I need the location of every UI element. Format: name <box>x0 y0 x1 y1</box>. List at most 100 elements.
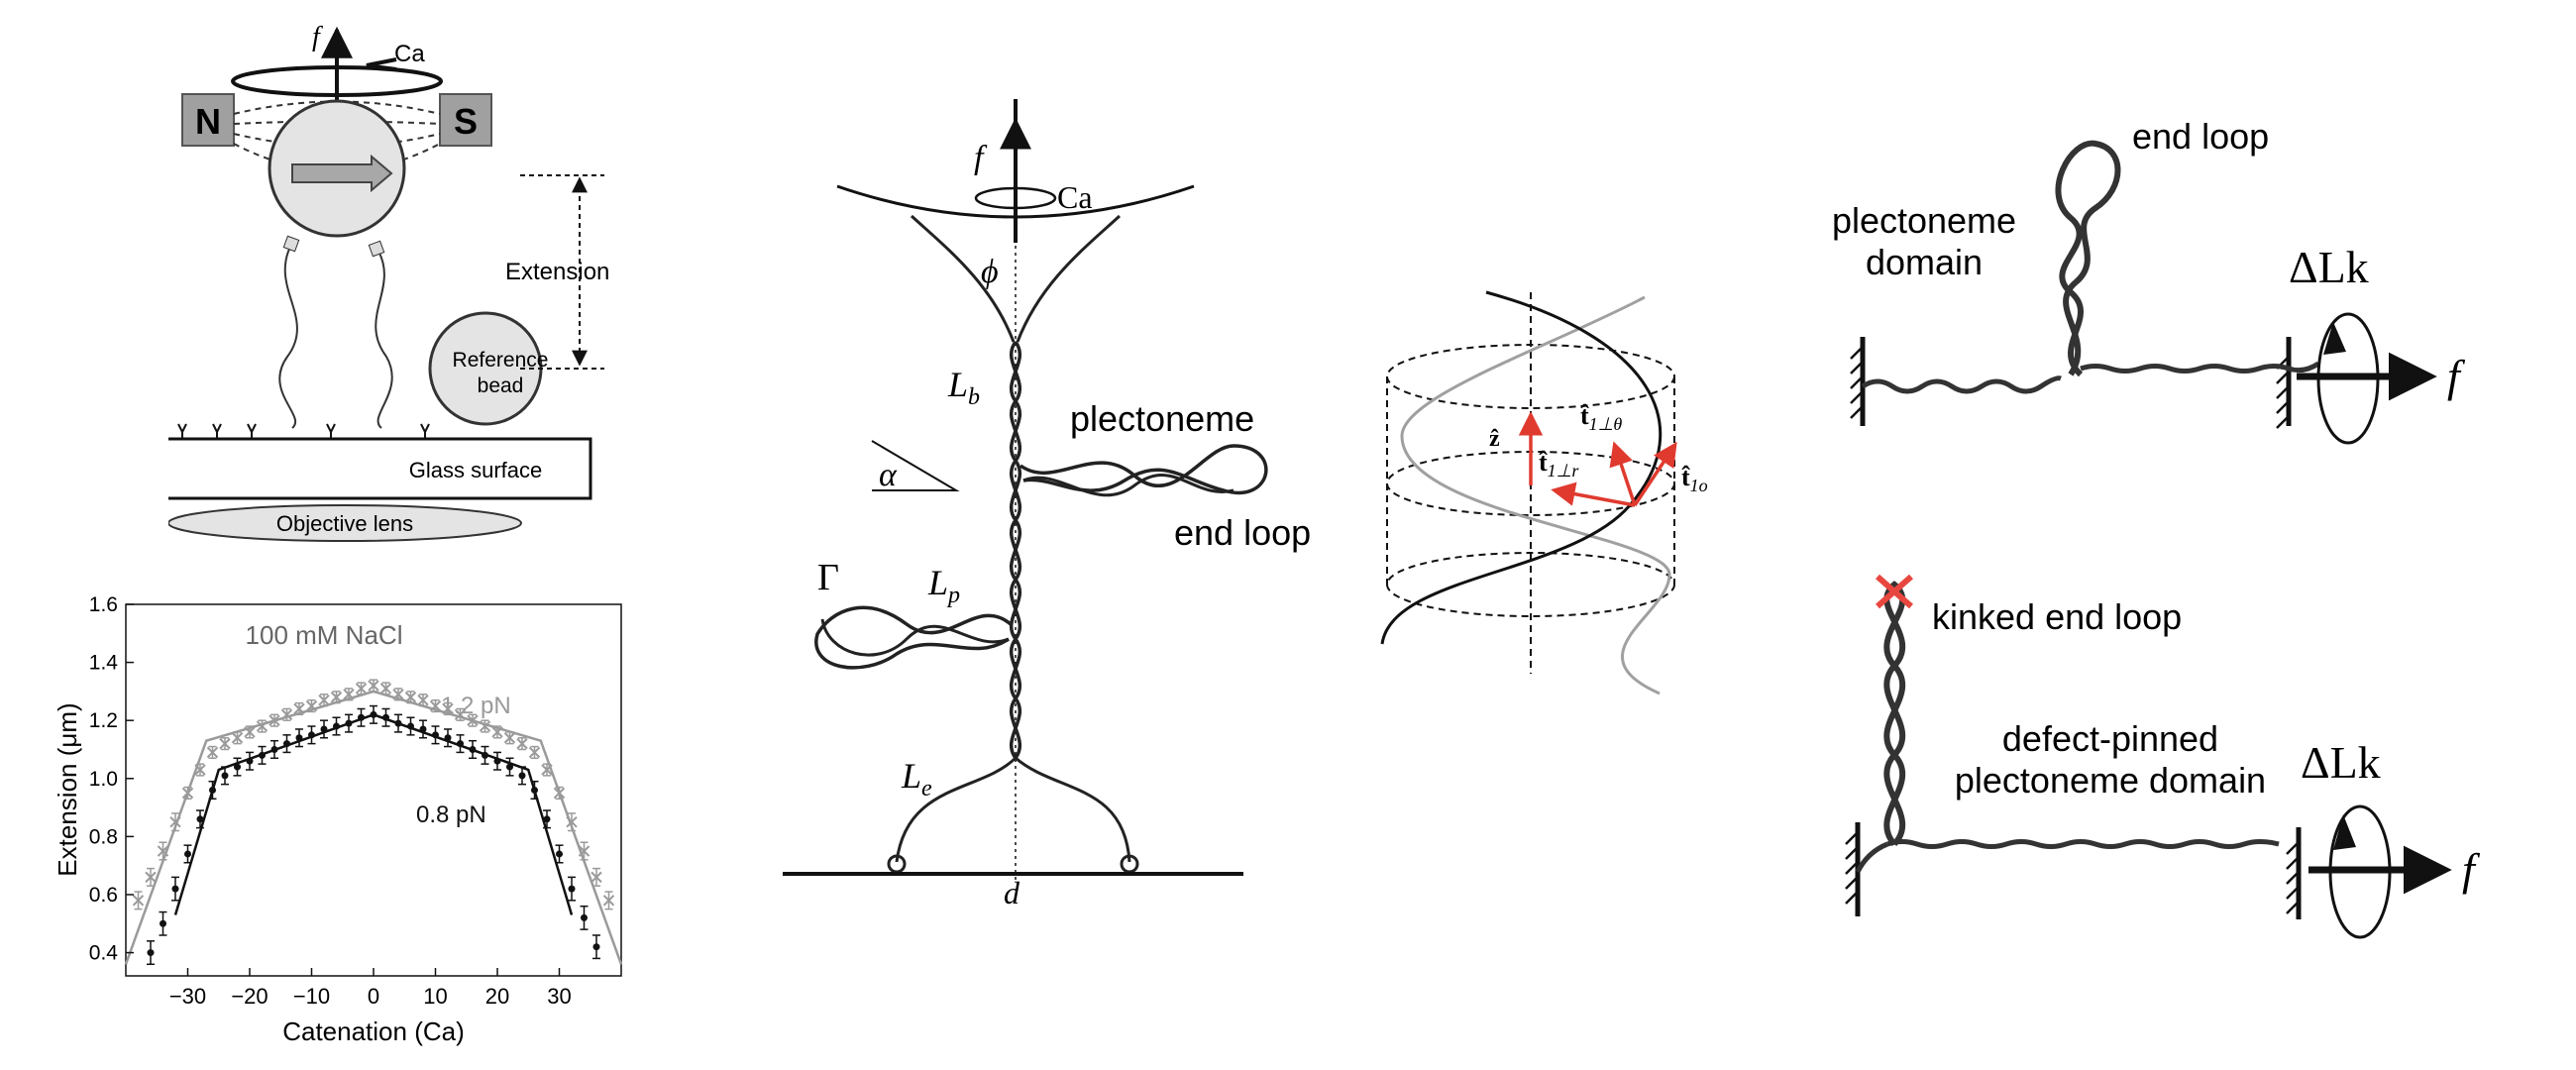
plectoneme-domain-diagram: end loop plectoneme domain ΔLk f <box>1823 99 2556 456</box>
data-point <box>419 725 427 733</box>
data-point <box>503 732 516 744</box>
fit-line <box>173 713 574 915</box>
data-point <box>528 746 541 759</box>
data-point <box>246 757 254 765</box>
legend-label-1-2pN: 1.2 pN <box>441 693 511 719</box>
data-point <box>581 913 588 921</box>
alpha-angle <box>871 440 960 491</box>
magnetization-arrow <box>291 154 393 193</box>
helix-strand-grey <box>1400 295 1671 696</box>
rotation-ellipse <box>974 186 1057 210</box>
force-label: f <box>2447 351 2466 401</box>
data-point <box>566 816 578 828</box>
data-point <box>234 763 241 771</box>
force-label: f <box>312 22 323 53</box>
data-point <box>392 689 404 700</box>
z-vector-label: ẑ <box>1489 426 1500 452</box>
data-point <box>491 726 503 738</box>
y-tick-label: 1.0 <box>89 768 118 791</box>
data-point <box>259 751 266 759</box>
x-tick-label: −10 <box>293 984 330 1009</box>
x-tick-label: 30 <box>547 984 571 1009</box>
setup-illustration: f Ca N S Reference bead Extension <box>168 22 609 542</box>
left-plectoneme <box>814 605 1013 670</box>
surface-anchors <box>177 423 430 438</box>
force-label: f <box>2462 844 2481 895</box>
data-point <box>160 919 166 927</box>
data-point <box>219 737 231 750</box>
end-loop-label: end loop <box>2132 116 2269 157</box>
glass-surface-label: Glass surface <box>409 458 543 482</box>
dna-tether-left <box>278 242 298 429</box>
data-point <box>145 871 157 884</box>
data-point <box>479 720 491 732</box>
gamma-label: Γ <box>817 557 839 598</box>
tangent-vectors <box>1518 411 1677 507</box>
x-tick-label: 0 <box>368 984 379 1009</box>
data-point <box>541 764 553 776</box>
lp-label: Lp <box>927 563 960 608</box>
south-pole-label: S <box>454 101 478 142</box>
data-point <box>345 719 353 727</box>
data-point <box>171 885 179 893</box>
north-pole-label: N <box>195 101 221 142</box>
data-point <box>293 702 305 715</box>
data-series <box>132 679 615 966</box>
objective-lens-label: Objective lens <box>276 511 413 536</box>
chart-title: 100 mM NaCl <box>246 620 403 650</box>
data-point <box>516 737 528 750</box>
data-point <box>256 720 268 732</box>
end-loop-label: end loop <box>1174 512 1311 553</box>
right-plectoneme <box>1019 444 1268 494</box>
data-point <box>169 816 181 828</box>
south-magnet <box>439 93 492 147</box>
data-point <box>454 708 467 721</box>
delta-lk-label: ΔLk <box>2301 737 2381 788</box>
data-point <box>209 787 216 794</box>
y-tick-label: 0.6 <box>89 884 118 907</box>
data-point <box>518 772 526 780</box>
alpha-label: α <box>879 457 898 493</box>
data-point <box>305 699 318 712</box>
model-illustration: f Ca ϕ plectoneme end loop α Lb Lp Γ Le <box>783 99 1311 910</box>
north-magnet <box>181 93 235 147</box>
helix-illustration: ẑ t̂1⊥θ t̂1⊥r t̂1o <box>1380 290 1708 696</box>
t-r-label: t̂1⊥r <box>1539 448 1580 481</box>
data-point <box>206 746 219 759</box>
le-label: Le <box>901 756 932 802</box>
data-point <box>482 751 488 759</box>
data-point <box>404 692 417 703</box>
data-point <box>283 740 290 748</box>
data-point <box>221 772 229 780</box>
data-point <box>368 680 379 692</box>
data-point <box>407 722 414 730</box>
objective-lens <box>168 504 522 542</box>
plectoneme-domain-illustration: end loop plectoneme domain ΔLk f <box>1832 116 2466 445</box>
data-point <box>469 745 477 753</box>
defect-pinned-illustration: kinked end loop defect-pinned plectoneme… <box>1845 574 2481 939</box>
rotation-label: Ca <box>1057 179 1093 215</box>
rotation-arrowhead <box>366 57 397 71</box>
rotation-label: Ca <box>394 41 425 67</box>
data-point <box>543 815 551 823</box>
data-point <box>578 845 590 857</box>
data-point <box>333 722 340 730</box>
delta-lk-label: ΔLk <box>2289 242 2369 292</box>
kinked-plectoneme <box>1883 581 1906 847</box>
data-point <box>268 714 280 726</box>
extension-label: Extension <box>505 259 609 285</box>
data-point <box>506 763 513 771</box>
data-point <box>590 871 602 884</box>
data-point <box>467 714 479 726</box>
magnetic-tweezers-setup: f Ca N S Reference bead Extension <box>168 0 644 555</box>
y-axis-label: Extension (μm) <box>53 702 82 876</box>
dna-left-segment <box>1861 375 2062 394</box>
lb-label: Lb <box>947 365 980 410</box>
defect-marker <box>1876 574 1913 609</box>
data-point <box>355 683 368 695</box>
data-point <box>602 895 615 907</box>
kinked-end-loop-label: kinked end loop <box>1932 596 2182 637</box>
data-point <box>382 713 389 721</box>
